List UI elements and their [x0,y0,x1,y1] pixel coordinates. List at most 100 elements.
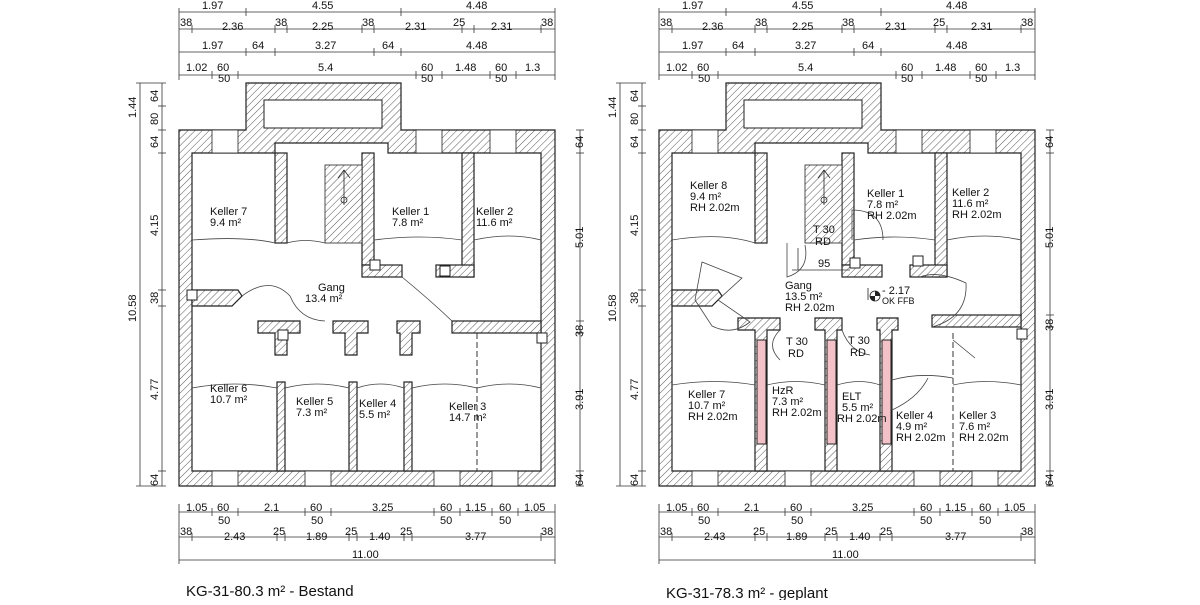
dimension-text: 64 [1044,136,1056,148]
dimension-text: 80 [149,113,161,125]
room-area: 7.8 m² [867,199,899,211]
room-area: 7.3 m² [772,396,804,408]
inner-wall [934,152,948,278]
room-area: 4.9 m² [896,421,928,433]
dimension-text: 2.1 [264,502,279,514]
dimension-text: 25 [273,526,285,538]
dimension-text: 1.44 [607,97,619,118]
dimension-text: 64 [382,40,394,52]
plan-caption: KG-31-78.3 m² - geplant [666,585,829,600]
room-label: Keller 1 [392,206,429,218]
dimension-text: 60 [697,62,709,74]
dimension-text: 50 [440,515,452,527]
room-height: RH 2.02m [837,413,887,425]
dimension-text: 1.15 [465,502,486,514]
room-label: Keller 3 [959,410,996,422]
dimension-text: 38 [541,17,553,29]
room-area: 5.5 m² [359,409,391,421]
room-area: 14.7 m² [449,412,487,424]
dimension-chain-bottom: 1.05 60 2.1 60 3.25 60 1.15 60 1.05 50 5… [178,502,556,564]
fire-door-label: RD [850,347,866,359]
dimension-text: 60 [217,502,229,514]
dimension-text: 38 [660,526,672,538]
dimension-text: 60 [697,502,709,514]
dimension-text: 3.25 [372,502,393,514]
dimension-text: 38 [149,292,161,304]
dimension-text: 3.77 [465,531,486,543]
dimension-text: 1.3 [525,62,540,74]
dimension-text: 50 [499,515,511,527]
dimension-text: 60 [421,62,433,74]
room-area: 7.6 m² [959,421,991,433]
inner-wall [841,152,855,266]
dimension-text: 50 [901,73,913,85]
dimension-text: 2.43 [704,531,725,543]
level-marker-icon [867,288,881,302]
dimension-text: 25 [880,526,892,538]
dimension-text: 50 [698,73,710,85]
room-height: RH 2.02m [896,432,946,444]
inner-wall [671,289,723,307]
room-height: RH 2.02m [959,432,1009,444]
dimension-text: 5.4 [798,62,813,74]
dimension-text: 25 [400,526,412,538]
room-area: 13.5 m² [785,291,823,303]
room-area: 7.3 m² [296,407,328,419]
dimension-text: 50 [698,515,710,527]
dimension-text: 38 [660,17,672,29]
dimension-text: 38 [755,17,767,29]
fire-door-label: T 30 [786,336,808,348]
dimension-text: 4.15 [149,215,161,236]
dimension-text: 60 [975,62,987,74]
inner-wall [332,320,369,356]
dimension-text: 64 [629,90,641,102]
dimension-text: 2.31 [971,21,992,33]
dimension-text: 38 [180,17,192,29]
dimension-text: 64 [862,40,874,52]
dimension-text: 60 [495,62,507,74]
room-label: Keller 7 [688,389,725,401]
dimension-text: 50 [311,515,323,527]
dimension-text: 3.77 [945,531,966,543]
inner-wall [461,152,475,278]
room-label: Keller 5 [296,396,333,408]
inner-wall [403,381,413,472]
dimension-text: 4.48 [946,40,967,52]
dimension-text: 38 [842,17,854,29]
dimension-text: 1.97 [682,0,703,12]
dimension-chain-top: 1.97 4.55 4.48 38 2.36 38 2.25 38 2.31 2… [658,0,1036,85]
plan-bestand: Keller 7 9.4 m² Keller 1 7.8 m² Keller 2… [127,0,586,600]
dimension-text: 1.02 [186,62,207,74]
dimension-text: 11.00 [352,549,379,561]
dimension-text: 1.44 [127,97,139,118]
dimension-text: 25 [345,526,357,538]
dimension-text: 2.31 [405,21,426,33]
plan-geplant: Keller 8 9.4 m² RH 2.02m Keller 1 7.8 m²… [607,0,1056,602]
dimension-text: 80 [629,113,641,125]
dimension-text: 1.97 [202,0,223,12]
dimension-text: 60 [440,502,452,514]
room-label: Keller 3 [449,401,486,413]
fire-wall [756,339,767,445]
room-label: Keller 7 [210,206,247,218]
dimension-chain-bottom: 1.05 60 2.1 60 3.25 60 1.15 60 1.05 50 5… [658,502,1036,564]
plan-caption: KG-31-80.3 m² - Bestand [186,583,354,600]
dimension-text: 38 [629,292,641,304]
dimension-text: 3.91 [1044,389,1056,410]
fire-wall [826,339,837,445]
dimension-chain-right: 64 5.01 38 3.91 64 [574,129,586,487]
stair-icon [804,164,843,244]
dimension-text: 2.36 [222,21,243,33]
dimension-text: 60 [790,502,802,514]
room-label: Keller 8 [690,180,727,192]
dimension-text: 3.27 [315,40,336,52]
dimension-text: 60 [499,502,511,514]
dimension-text: 2.25 [792,21,813,33]
room-height: RH 2.02m [785,302,835,314]
room-area: 10.7 m² [210,394,248,406]
inner-wall [348,381,358,472]
dimension-text: 1.3 [1005,62,1020,74]
dimension-text: 1.48 [455,62,476,74]
dimension-text: 2.43 [224,531,245,543]
dimension-text: 60 [217,62,229,74]
